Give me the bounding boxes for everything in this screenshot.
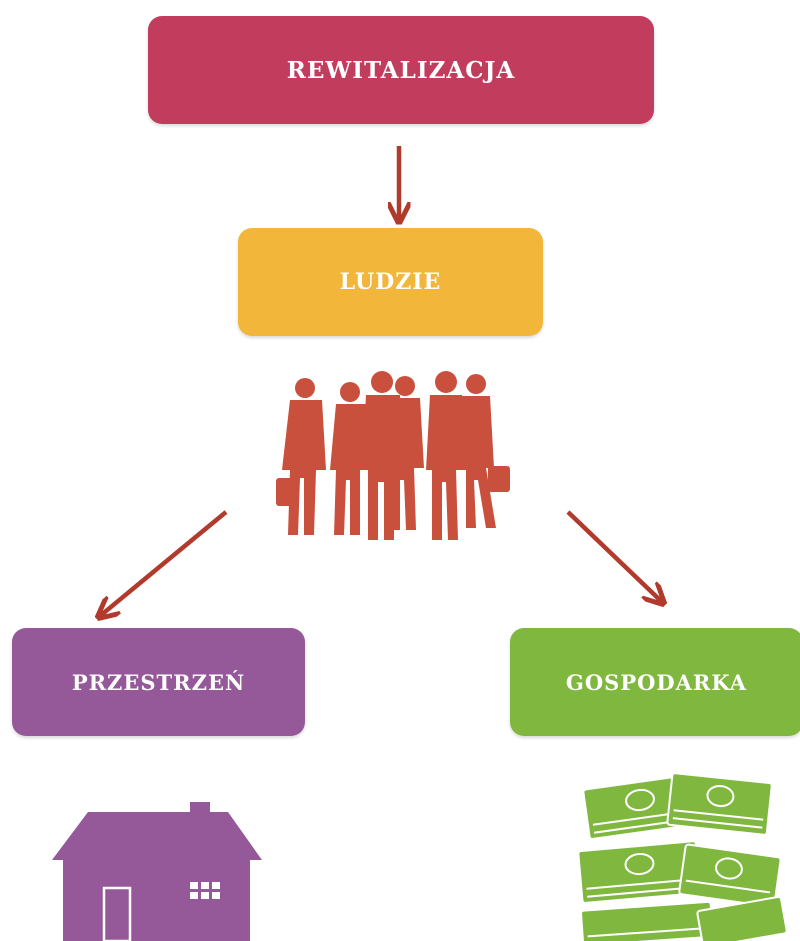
node-rewitalizacja: REWITALIZACJA [148, 16, 654, 124]
house-icon [52, 802, 262, 941]
node-przestrzen: PRZESTRZEŃ [12, 628, 305, 736]
arrow-ludzie-to-przestrzen [100, 510, 228, 616]
node-ludzie: LUDZIE [238, 228, 543, 336]
people-group-icon [276, 371, 510, 540]
arrow-ludzie-to-gospodarka [566, 510, 662, 602]
node-gospodarka: GOSPODARKA [510, 628, 800, 736]
money-stack-icon [577, 772, 788, 941]
